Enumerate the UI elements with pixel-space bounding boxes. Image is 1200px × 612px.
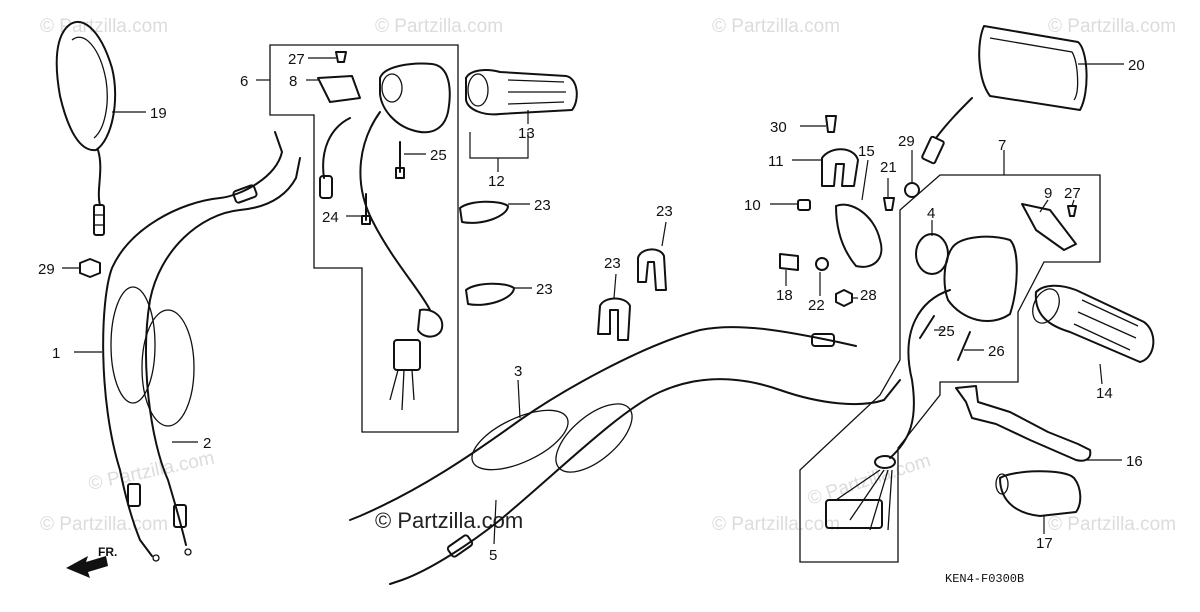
bracket-12: [469, 132, 529, 159]
callout-18: 18: [776, 287, 793, 304]
front-arrow-icon: FR.: [66, 545, 117, 578]
callout-9: 9: [1044, 185, 1052, 202]
watermark-7: © Partzilla.com: [1048, 514, 1176, 535]
right-small-bracket: [1021, 203, 1077, 251]
callout-labels: 1 2 3 4 5 6 7 8 9 10 11 12 13 14 15 16 1…: [38, 51, 1145, 564]
watermark-3: © Partzilla.com: [712, 16, 840, 37]
watermark-4: © Partzilla.com: [1048, 16, 1176, 37]
callout-14: 14: [1096, 385, 1113, 402]
callout-11: 11: [768, 153, 784, 170]
clutch-brake-cables: [349, 326, 901, 585]
callout-28: 28: [860, 287, 877, 304]
watermark-main: © Partzilla.com: [375, 508, 523, 533]
box-6: [269, 44, 459, 433]
callout-23-b: 23: [656, 203, 673, 220]
callout-16: 16: [1126, 453, 1143, 470]
callout-23-a: 23: [534, 197, 551, 214]
callout-20: 20: [1128, 57, 1145, 74]
lever-cover: [995, 470, 1082, 517]
left-grip: [465, 69, 578, 116]
callout-26: 26: [988, 343, 1005, 360]
callout-15: 15: [858, 143, 875, 160]
callout-19: 19: [150, 105, 167, 122]
watermark-6: © Partzilla.com: [712, 514, 840, 535]
callout-25-right: 25: [938, 323, 955, 340]
drawing-code: KEN4-F0300B: [945, 572, 1024, 586]
right-grip: [1032, 284, 1155, 363]
left-fasteners: [317, 51, 405, 225]
callout-8: 8: [289, 73, 297, 90]
callout-12: 12: [488, 173, 505, 190]
callout-22: 22: [808, 297, 825, 314]
watermark-group: © Partzilla.com © Partzilla.com © Partzi…: [40, 16, 1176, 535]
right-mirror: [921, 25, 1088, 165]
watermark-5: © Partzilla.com: [40, 514, 168, 535]
lever-bracket: [779, 115, 920, 307]
callout-5: 5: [489, 547, 497, 564]
front-label: FR.: [98, 545, 117, 559]
callout-23-c: 23: [604, 255, 621, 272]
callout-6: 6: [240, 73, 248, 90]
right-switch-housing: [825, 233, 1018, 531]
callout-4: 4: [927, 205, 935, 222]
watermark-1: © Partzilla.com: [40, 16, 168, 37]
callout-29-right: 29: [898, 133, 915, 150]
callout-3: 3: [514, 363, 522, 380]
watermark-2: © Partzilla.com: [375, 16, 503, 37]
callout-1: 1: [52, 345, 60, 362]
brake-lever: [955, 385, 1092, 462]
callout-17: 17: [1036, 535, 1053, 552]
callout-29-left: 29: [38, 261, 55, 278]
callout-23-d: 23: [536, 281, 553, 298]
box-7: [799, 174, 1101, 563]
right-bolts: [919, 315, 971, 361]
callout-21: 21: [880, 159, 897, 176]
callout-24: 24: [322, 209, 339, 226]
callout-7: 7: [998, 137, 1006, 154]
left-switch-housing: [319, 62, 451, 411]
nut-29-left: [79, 258, 101, 278]
callout-25-left: 25: [430, 147, 447, 164]
callout-30: 30: [770, 119, 787, 136]
callout-10: 10: [744, 197, 761, 214]
callout-27-right: 27: [1064, 185, 1081, 202]
callout-13: 13: [518, 125, 535, 142]
leader-lines: [62, 57, 1124, 545]
left-mirror: [55, 21, 117, 236]
callout-27-left: 27: [288, 51, 305, 68]
throttle-cables: [102, 131, 301, 562]
callout-2: 2: [203, 435, 211, 452]
watermark-8: © Partzilla.com: [87, 448, 217, 495]
band-clamps: [459, 200, 667, 341]
